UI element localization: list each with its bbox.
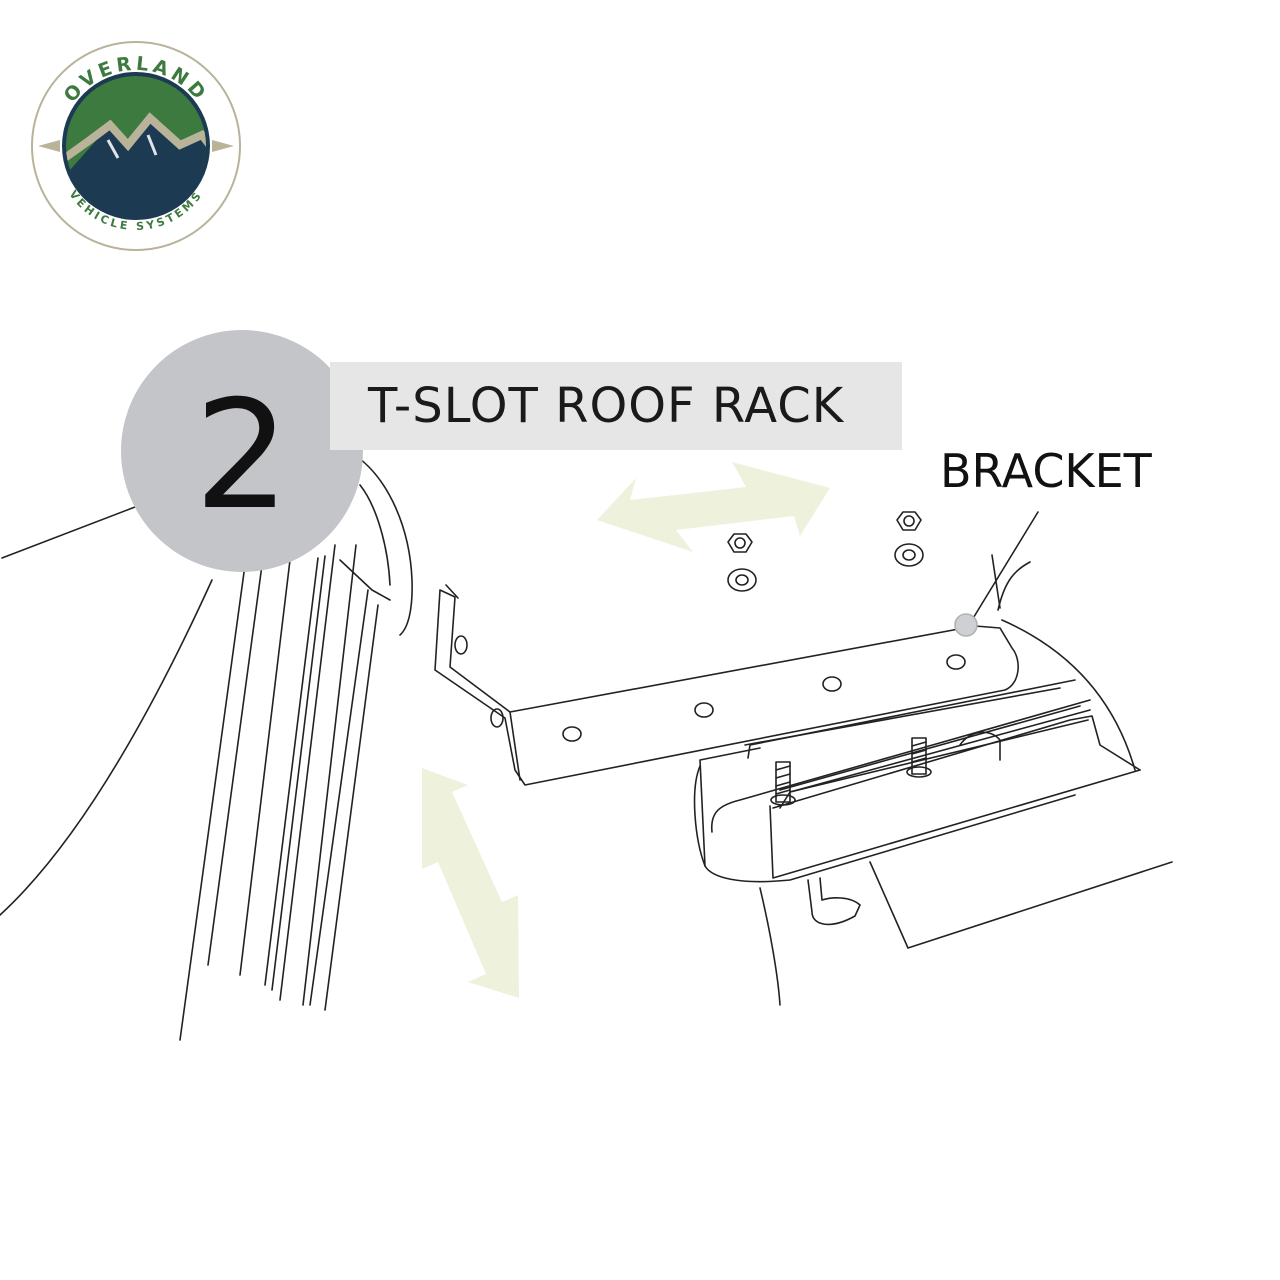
- step-number: 2: [194, 369, 290, 543]
- t-bolt-stud-left: [770, 761, 796, 806]
- nut-left: [727, 533, 753, 553]
- vertical-move-arrow: [422, 768, 519, 998]
- step-number-badge: 2: [121, 330, 363, 572]
- bracket-callout-leader: [954, 511, 1039, 637]
- t-bolt-stud-right: [906, 737, 932, 778]
- step-title-bar: T-SLOT ROOF RACK: [330, 362, 902, 450]
- horizontal-move-arrow: [597, 462, 830, 552]
- washer-right: [894, 543, 924, 567]
- vehicle-pillar: [0, 454, 413, 1041]
- step-title: T-SLOT ROOF RACK: [368, 378, 845, 434]
- washer-left: [727, 568, 757, 592]
- bracket-callout-label: BRACKET: [940, 444, 1152, 498]
- overland-logo: OVERLAND VEHICLE SYSTEMS: [31, 41, 241, 251]
- nut-right: [896, 511, 922, 531]
- bracket: [434, 584, 1019, 786]
- roof-rack-rail: [693, 554, 1173, 1006]
